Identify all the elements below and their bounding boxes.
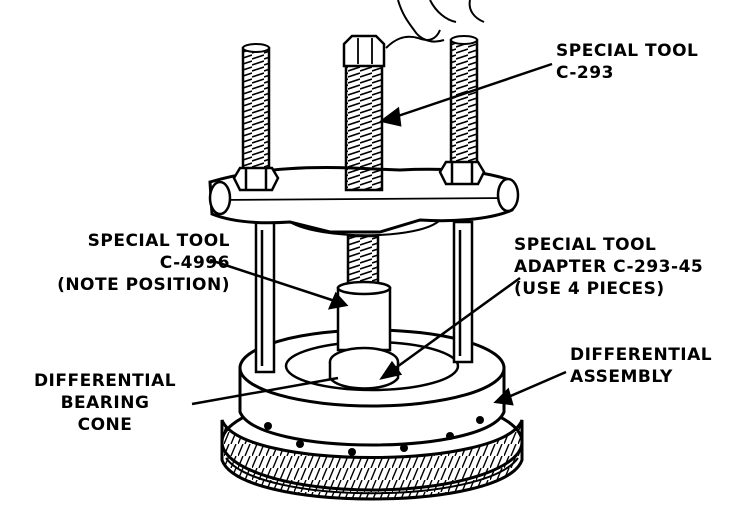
forcing-screw (342, 34, 386, 290)
label-assembly-line1: DIFFERENTIAL (570, 345, 713, 365)
label-assembly-line2: ASSEMBLY (570, 367, 673, 387)
label-cone-line2: BEARING (60, 393, 150, 413)
crossbar (208, 166, 520, 237)
support-legs (254, 220, 474, 374)
leader-adapter (389, 276, 521, 374)
hex-nuts (232, 160, 486, 192)
label-adapter-line2: ADAPTER C-293-45 (514, 257, 704, 277)
leader-adapter-arrowhead (379, 360, 403, 380)
leader-c4996-arrowhead (327, 291, 349, 310)
label-differential-bearing-cone: DIFFERENTIAL BEARING CONE (20, 370, 190, 436)
leader-lines (191, 62, 567, 406)
label-special-tool-c293: SPECIAL TOOL C-293 (556, 40, 698, 84)
label-cone-line1: DIFFERENTIAL (33, 371, 177, 391)
step-plug (328, 280, 400, 390)
leader-assembly (505, 370, 567, 400)
label-c293-line2: C-293 (556, 63, 614, 83)
label-c4996-line1: SPECIAL TOOL (87, 231, 230, 251)
leader-bearing-cone (191, 376, 339, 406)
label-c4996-line2: C-4996 (159, 253, 230, 273)
label-special-tool-c4996: SPECIAL TOOL C-4996 (NOTE POSITION) (30, 230, 230, 296)
leader-c4996 (209, 258, 339, 304)
leader-c293 (391, 62, 553, 120)
label-c4996-line3: (NOTE POSITION) (57, 275, 230, 295)
hand-sketch (385, 0, 485, 49)
label-c293-line1: SPECIAL TOOL (556, 41, 699, 61)
label-adapter-line3: (USE 4 PIECES) (514, 279, 665, 299)
label-adapter-c293-45: SPECIAL TOOL ADAPTER C-293-45 (USE 4 PIE… (514, 234, 703, 300)
label-adapter-line1: SPECIAL TOOL (514, 235, 657, 255)
label-differential-assembly: DIFFERENTIAL ASSEMBLY (570, 344, 712, 388)
label-cone-line3: CONE (77, 415, 133, 435)
leader-assembly-arrowhead (493, 387, 514, 406)
leader-c293-arrowhead (379, 106, 402, 127)
